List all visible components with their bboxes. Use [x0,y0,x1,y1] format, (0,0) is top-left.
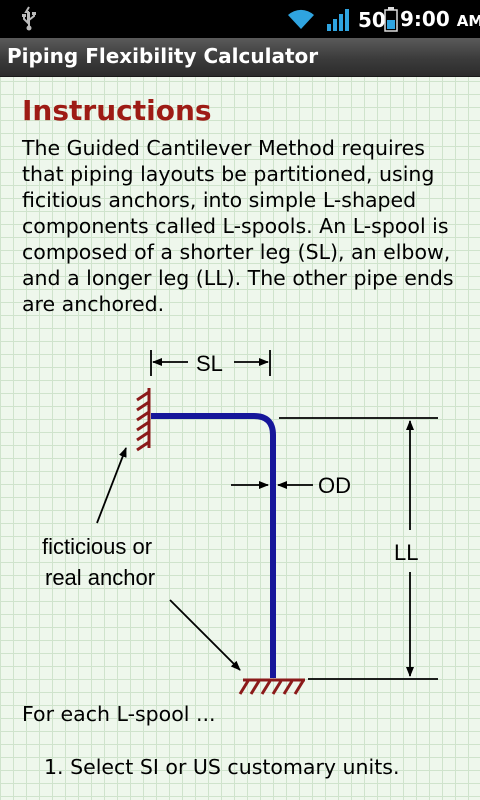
signal-icon [326,8,352,36]
app-title-bar: Piping Flexibility Calculator [0,38,480,77]
instructions-intro: The Guided Cantilever Method requires th… [22,136,454,316]
usb-icon [20,6,38,36]
pipe [151,413,276,678]
for-each-text: For each L-spool ... [22,702,216,726]
ground-anchor [238,678,305,695]
anchor-arrow-wall [96,447,127,524]
l-spool-diagram: SL LL OD ficticious or real anchor [42,350,438,695]
clock-ampm: AM [456,12,480,30]
instructions-heading: Instructions [22,94,212,127]
wifi-icon [286,7,316,35]
status-clock: 9:00 AM [400,7,480,31]
battery-level: 50 [358,8,386,32]
anchor-arrow-ground [169,599,241,671]
status-bar: 50 9:00 AM [0,0,480,38]
ll-dimension [279,417,438,680]
sl-dimension [150,350,271,376]
step-1: 1. Select SI or US customary units. [44,755,400,779]
ll-label: LL [394,540,418,565]
clock-time: 9:00 [400,7,450,31]
wall-anchor [136,388,151,452]
od-label: OD [318,473,351,498]
anchor-label-line2: real anchor [45,565,155,590]
battery-icon [384,6,398,36]
app-title: Piping Flexibility Calculator [7,44,319,68]
sl-label: SL [196,351,223,376]
anchor-label-line1: ficticious or [42,534,152,559]
